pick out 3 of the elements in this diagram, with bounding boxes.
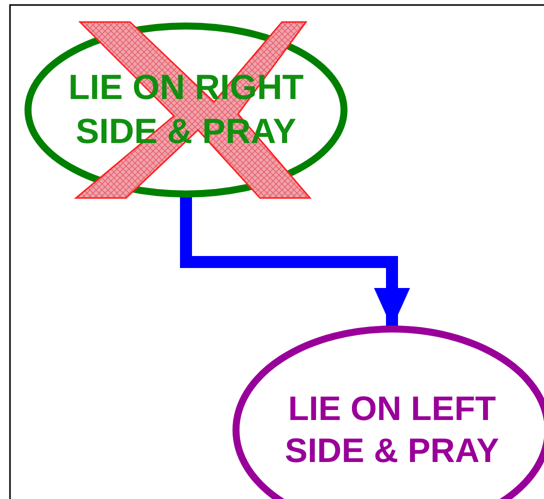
node-label: LIE ON LEFT SIDE & PRAY bbox=[284, 388, 500, 472]
arrow bbox=[180, 195, 410, 328]
ellipse-node bbox=[24, 22, 348, 198]
